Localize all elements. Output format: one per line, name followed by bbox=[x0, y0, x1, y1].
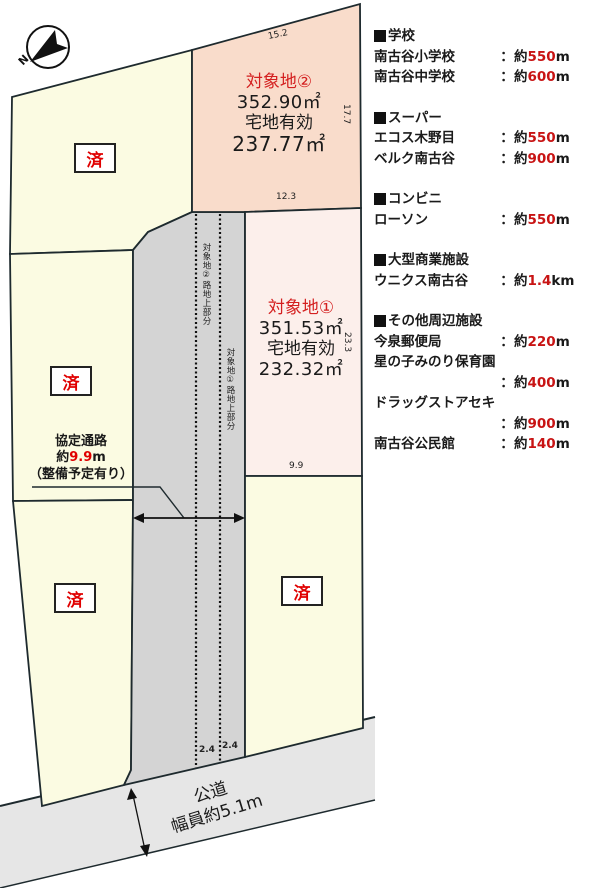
dim-plot1-bottom: 9.9 bbox=[289, 461, 304, 471]
plot-target-1-effective-label: 宅地有効 bbox=[267, 339, 335, 360]
square-bullet-icon bbox=[374, 111, 386, 124]
plot-target-2-effective-unit: ㎡ bbox=[305, 132, 326, 157]
square-bullet-icon bbox=[374, 193, 386, 206]
agreement-road-unit: m bbox=[92, 450, 106, 466]
arrowhead-left-icon bbox=[133, 513, 144, 523]
driveway-label-plot1: 対象地①路地上部分 bbox=[225, 348, 235, 431]
facility-item-distance: ：約400m bbox=[500, 374, 570, 391]
facility-item: ウニクス南古谷：約1.4km bbox=[374, 272, 575, 289]
facility-category: 大型商業施設 bbox=[388, 252, 469, 268]
facility-item-name: 星の子みのり保育園 bbox=[374, 354, 496, 370]
plot-target-1-label: 対象地① 351.53㎡ 宅地有効 232.32㎡ bbox=[245, 298, 357, 381]
facility-category: スーパー bbox=[388, 109, 442, 126]
dim-plot1-right: 23.3 bbox=[342, 332, 352, 353]
plot-target-2-effective-area: 237.77 bbox=[232, 132, 306, 157]
lot-sold-bottom-right bbox=[244, 475, 364, 759]
plot-target-2-title: 対象地② bbox=[245, 72, 313, 92]
sold-badge-middle-left: 済 bbox=[50, 366, 92, 396]
dim-plot2-right: 17.7 bbox=[341, 104, 351, 125]
plot-target-2-area-unit: ㎡ bbox=[302, 92, 322, 114]
dim-driveway-left-width: 2.4 bbox=[199, 745, 215, 755]
facility-item-name: ドラッグストアセキ bbox=[374, 395, 496, 411]
sold-badge-bottom-right: 済 bbox=[281, 576, 323, 606]
facility-item-distance: ：約900m bbox=[500, 415, 570, 432]
agreement-road-leader-line bbox=[32, 486, 185, 519]
agreement-road-note: 協定通路 約9.9m （整備予定有り） bbox=[26, 434, 136, 483]
north-arrow-icon: N bbox=[16, 25, 70, 69]
sold-badge-top-left: 済 bbox=[74, 143, 116, 173]
arrowhead-up-icon bbox=[127, 788, 137, 800]
plot-target-2-label: 対象地② 352.90㎡ 宅地有効 237.77㎡ bbox=[214, 72, 344, 157]
agreement-road-title: 協定通路 bbox=[54, 434, 107, 449]
facility-category: コンビニ bbox=[388, 191, 442, 207]
lot-sold-bottom-left bbox=[12, 499, 134, 808]
agreement-road-note-text: （整備予定有り） bbox=[28, 466, 133, 482]
plot-target-1-effective-unit: ㎡ bbox=[324, 359, 344, 381]
facility-group-shopping-center: 大型商業施設 ウニクス南古谷：約1.4km bbox=[374, 250, 596, 291]
square-bullet-icon bbox=[374, 315, 386, 328]
facility-item: ベルク南古谷：約900m bbox=[374, 150, 570, 167]
square-bullet-icon bbox=[374, 30, 386, 43]
facility-item: 南古谷小学校：約550m bbox=[374, 48, 570, 65]
agreement-road-prefix: 約 bbox=[56, 450, 70, 466]
arrowhead-right-icon bbox=[234, 513, 245, 523]
facility-category: その他周辺施設 bbox=[388, 313, 483, 329]
dim-driveway-right-width: 2.4 bbox=[222, 741, 238, 751]
nearby-facilities-list: 学校 南古谷小学校：約550m 南古谷中学校：約600m スーパー エコス木野目… bbox=[374, 26, 596, 475]
plot-target-1-area: 351.53 bbox=[258, 318, 325, 340]
plot-target-2-effective-label: 宅地有効 bbox=[245, 113, 313, 134]
public-road-band bbox=[0, 716, 375, 888]
driveway-strip bbox=[122, 211, 246, 787]
facility-item: ローソン：約550m bbox=[374, 211, 570, 228]
plot-target-2-area: 352.90 bbox=[236, 92, 303, 114]
facility-item: 南古谷中学校：約600m bbox=[374, 69, 570, 85]
sold-badge-bottom-left: 済 bbox=[54, 583, 96, 613]
plot-target-1-title: 対象地① bbox=[267, 298, 335, 318]
plot-target-1-area-unit: ㎡ bbox=[324, 318, 344, 340]
facility-item: 南古谷公民館：約140m bbox=[374, 436, 570, 452]
facility-group-convenience-store: コンビニ ローソン：約550m bbox=[374, 189, 596, 230]
square-bullet-icon bbox=[374, 254, 386, 267]
plot-target-1-effective-area: 232.32 bbox=[258, 359, 325, 381]
facility-item: エコス木野目：約550m bbox=[374, 130, 570, 146]
facility-group-other: その他周辺施設 今泉郵便局：約220m 星の子みのり保育園 ：約400m ドラッ… bbox=[374, 311, 596, 455]
arrowhead-down-icon bbox=[140, 844, 150, 857]
dim-plot2-bottom: 12.3 bbox=[276, 192, 297, 202]
public-road-width-arrow bbox=[132, 794, 146, 851]
facility-category: 学校 bbox=[388, 28, 415, 44]
public-road-edge-bottom bbox=[0, 799, 376, 888]
driveway-label-plot2: 対象地②路地上部分 bbox=[201, 243, 211, 326]
facility-group-school: 学校 南古谷小学校：約550m 南古谷中学校：約600m bbox=[374, 26, 596, 88]
facility-item: 今泉郵便局：約220m bbox=[374, 333, 570, 350]
agreement-road-width: 9.9 bbox=[69, 450, 93, 466]
facility-group-supermarket: スーパー エコス木野目：約550m ベルク南古谷：約900m bbox=[374, 108, 596, 170]
